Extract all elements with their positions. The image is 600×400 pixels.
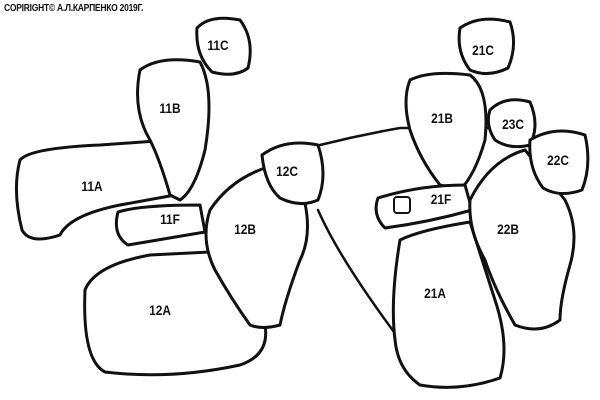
label-12B: 12B xyxy=(234,221,256,237)
part-22B xyxy=(468,148,576,331)
part-11F xyxy=(114,203,207,247)
label-12A: 12A xyxy=(149,302,171,318)
part-21A xyxy=(391,220,506,389)
part-22C xyxy=(528,129,590,195)
label-23C: 23C xyxy=(502,116,524,132)
label-12C: 12C xyxy=(276,163,298,179)
part-21B xyxy=(404,71,488,192)
label-21F: 21F xyxy=(430,191,452,207)
part-11A xyxy=(14,138,177,241)
armrest-control-icon xyxy=(393,196,411,214)
part-21F xyxy=(374,183,474,230)
label-21B: 21B xyxy=(431,110,453,126)
label-21A: 21A xyxy=(424,285,446,301)
label-21C: 21C xyxy=(472,42,494,58)
label-11A: 11A xyxy=(81,178,103,194)
rear-bench-edge xyxy=(318,126,502,147)
copyright-text: COPIRIGHT© А.Л.КАРПЕНКО 2019Г. xyxy=(4,3,144,14)
label-11B: 11B xyxy=(159,100,181,116)
part-11B xyxy=(136,58,211,202)
label-22B: 22B xyxy=(497,221,519,237)
part-11C xyxy=(195,16,252,76)
bench-left-edge xyxy=(316,208,402,342)
label-11F: 11F xyxy=(160,211,180,227)
part-12C xyxy=(260,141,325,205)
part-21C xyxy=(457,17,515,75)
label-11C: 11C xyxy=(207,37,229,53)
label-22C: 22C xyxy=(547,152,569,168)
